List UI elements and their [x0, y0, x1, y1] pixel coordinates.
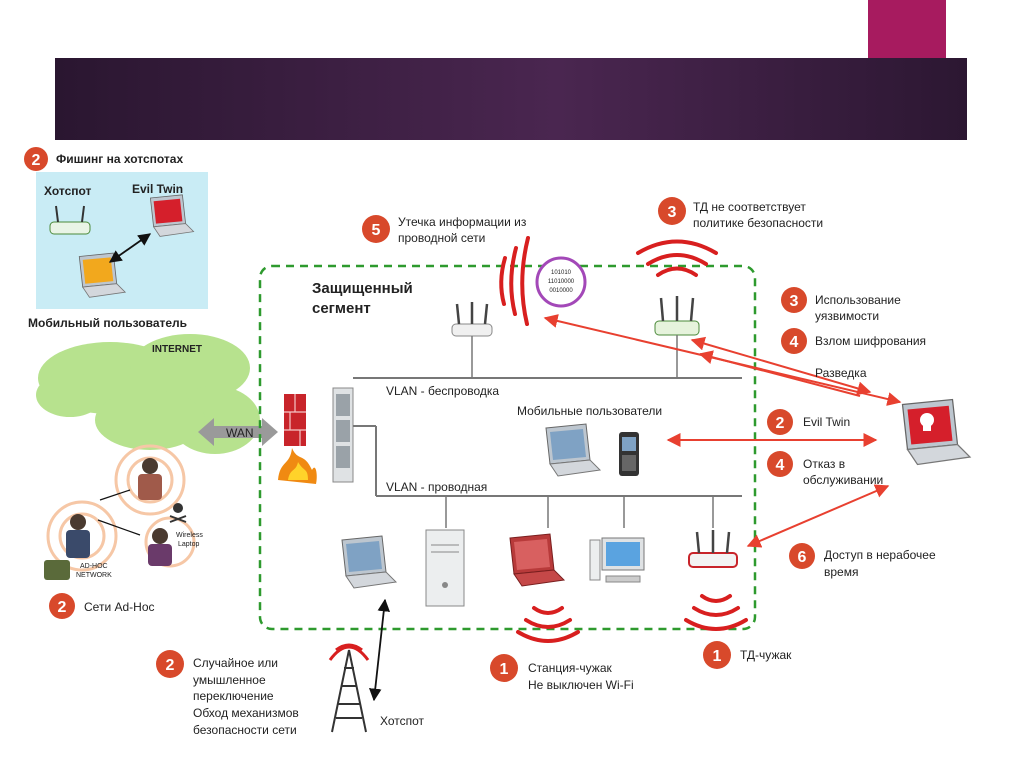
switch-label-2: умышленное [193, 673, 266, 687]
internet-label: INTERNET [152, 344, 202, 355]
badge-ap-mismatch: 3 [658, 197, 686, 225]
adhoc-network-illustration [44, 444, 196, 580]
wifi-waves-icon [499, 236, 530, 326]
router-icon [49, 205, 91, 235]
router-icon [450, 300, 494, 338]
dos-label-1: Отказ в [803, 457, 845, 471]
router-icon [654, 296, 700, 336]
laptop-icon [78, 252, 127, 298]
svg-text:2: 2 [166, 657, 175, 674]
switch-label-1: Случайное или [193, 656, 278, 670]
binary-data-icon [535, 256, 587, 308]
switch-label-4: Обход механизмов [193, 706, 299, 720]
recon-label: Разведка [815, 366, 867, 380]
attack-arrows [543, 314, 902, 548]
badge-switch: 2 [156, 650, 184, 678]
segment-title-1: Защищенный [312, 280, 413, 297]
monitor-icon [589, 537, 645, 583]
badge-dos: 4 [767, 451, 793, 477]
badge-rogue-station: 1 [490, 654, 518, 682]
badge-rogue-ap: 1 [703, 641, 731, 669]
phone-icon [619, 432, 639, 476]
svg-text:2: 2 [58, 599, 67, 616]
evil-twin-label: Evil Twin [803, 415, 850, 429]
vuln-label-1: Использование [815, 293, 901, 307]
phishing-link [108, 233, 152, 263]
badge-leak: 5 [362, 215, 390, 243]
svg-text:5: 5 [372, 222, 381, 239]
attacker-laptop-icon [901, 398, 972, 466]
badge-crack: 4 [781, 328, 807, 354]
badge-phishing: 2 [24, 147, 48, 171]
wifi-waves-icon [516, 606, 580, 643]
svg-text:3: 3 [668, 204, 677, 221]
vlan-wired-label: VLAN - проводная [386, 480, 487, 494]
vuln-label-2: уязвимости [815, 309, 879, 323]
mobile-users-label: Мобильные пользователи [517, 404, 662, 418]
wifi-waves-icon [684, 594, 748, 631]
hotspot-link [368, 598, 391, 702]
svg-text:1: 1 [713, 648, 722, 665]
protected-segment [258, 264, 757, 631]
wan-label: WAN [226, 426, 254, 440]
badge-evil-twin: 2 [767, 409, 793, 435]
laptop-icon [149, 194, 195, 237]
badge-offhours: 6 [789, 543, 815, 569]
hotspot-small-label: Хотспот [44, 184, 92, 198]
hotspot-label: Хотспот [380, 714, 425, 728]
svg-text:2: 2 [776, 415, 785, 432]
ap-mismatch-label-2: политике безопасности [693, 216, 823, 230]
rogue-station-label-2: Не выключен Wi-Fi [528, 678, 634, 692]
rogue-ap-label: ТД-чужак [740, 648, 792, 662]
skull-icon [920, 413, 934, 431]
server-icon [425, 529, 465, 607]
switch-icon [332, 387, 354, 483]
header-band [55, 58, 967, 140]
rogue-station-label-1: Станция-чужак [528, 661, 612, 675]
firewall-icon [278, 394, 317, 484]
svg-text:3: 3 [790, 293, 799, 310]
svg-text:4: 4 [790, 334, 799, 351]
adhoc-network-label-1: AD-HOC [80, 563, 108, 570]
offhours-label-1: Доступ в нерабочее [824, 548, 936, 562]
badge-adhoc: 2 [49, 593, 75, 619]
binary-line: 11010000 [548, 279, 575, 285]
svg-text:4: 4 [776, 457, 785, 474]
laptop-icon [509, 533, 566, 587]
switch-label-3: переключение [193, 689, 274, 703]
badge-vuln: 3 [781, 287, 807, 313]
binary-line: 0010000 [549, 288, 573, 294]
crack-label: Взлом шифрования [815, 334, 926, 348]
leak-label-2: проводной сети [398, 231, 485, 245]
laptop-icon [341, 535, 397, 589]
wan-arrow [198, 418, 278, 446]
tower-icon [328, 643, 370, 733]
svg-text:6: 6 [798, 549, 807, 566]
laptop-icon [545, 423, 601, 477]
wireless-laptop-label-2: Laptop [178, 541, 200, 548]
skull-icon [169, 503, 187, 523]
phishing-label: Фишинг на хотспотах [56, 152, 183, 166]
switch-label-5: безопасности сети [193, 723, 297, 737]
wireless-laptop-label-1: Wireless [176, 532, 203, 539]
ap-mismatch-label-1: ТД не соответствует [693, 200, 806, 214]
svg-text:2: 2 [32, 152, 41, 169]
evil-twin-small-label: Evil Twin [132, 182, 183, 196]
dos-label-2: обслуживании [803, 473, 883, 487]
mobile-user-label: Мобильный пользователь [28, 316, 187, 330]
offhours-label-2: время [824, 565, 858, 579]
binary-line: 101010 [551, 270, 572, 276]
wifi-waves-icon [636, 239, 718, 277]
adhoc-network-label-2: NETWORK [76, 572, 112, 579]
adhoc-label: Сети Ad-Hoc [84, 600, 155, 614]
vlan-wireless-label: VLAN - беспроводка [386, 384, 499, 398]
svg-text:1: 1 [500, 661, 509, 678]
router-icon [688, 530, 738, 568]
segment-title-2: сегмент [312, 300, 371, 317]
leak-label-1: Утечка информации из [398, 215, 527, 229]
